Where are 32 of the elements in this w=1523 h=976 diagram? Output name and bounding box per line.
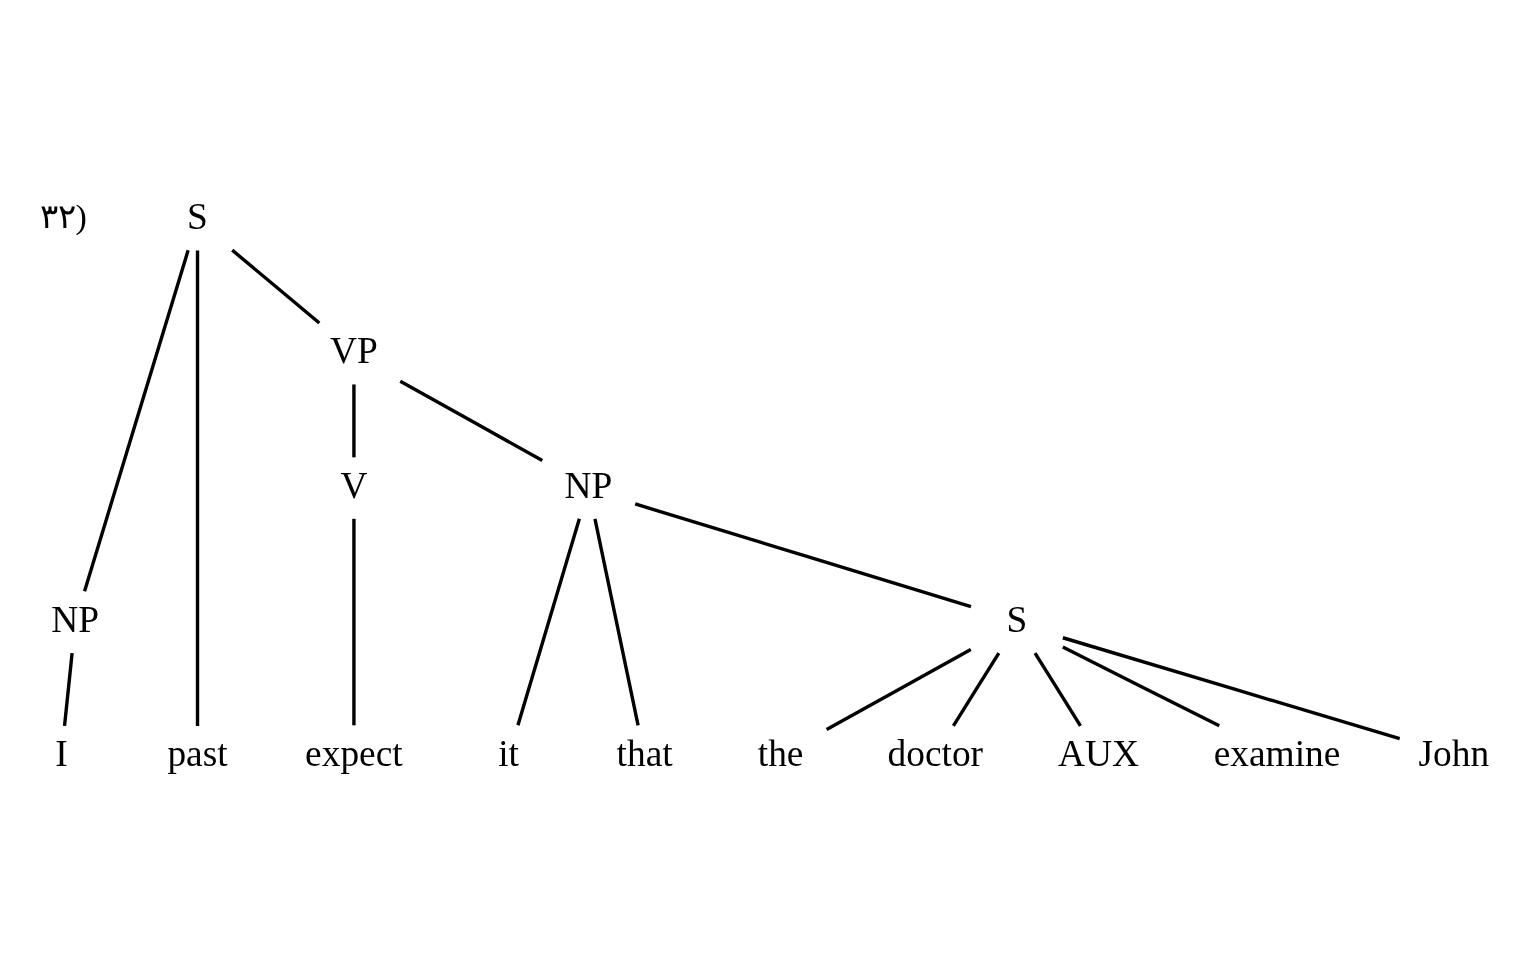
connector: [634, 502, 972, 609]
node-text: examine: [1213, 733, 1341, 775]
node-text: S: [1006, 598, 1028, 640]
node-text: the: [757, 733, 804, 775]
node-text: AUX: [1058, 733, 1140, 775]
node-text: V: [340, 464, 368, 506]
node-text: NP: [51, 598, 100, 640]
connector: [195, 250, 200, 726]
connector: [62, 652, 74, 727]
connector: [352, 384, 356, 458]
node-text: expect: [305, 733, 403, 775]
node-text: past: [167, 733, 228, 775]
connector: [516, 518, 581, 726]
node-text: VP: [330, 330, 378, 372]
node-text: John: [1418, 733, 1490, 775]
connector: [951, 652, 1001, 727]
node-text: I: [55, 733, 68, 775]
node-text: it: [498, 733, 520, 775]
label: ۳۲): [39, 197, 87, 235]
connector: [1062, 636, 1401, 741]
connector: [825, 648, 972, 731]
node-text: doctor: [887, 733, 984, 775]
connector: [231, 248, 321, 325]
node-text: NP: [564, 464, 613, 506]
connector: [82, 249, 190, 592]
node-text: that: [616, 733, 673, 775]
node-text: S: [187, 195, 208, 237]
connector: [352, 518, 356, 726]
connector: [593, 518, 640, 726]
connector: [1033, 652, 1082, 727]
connector: [399, 379, 544, 462]
connector: [1062, 645, 1221, 728]
